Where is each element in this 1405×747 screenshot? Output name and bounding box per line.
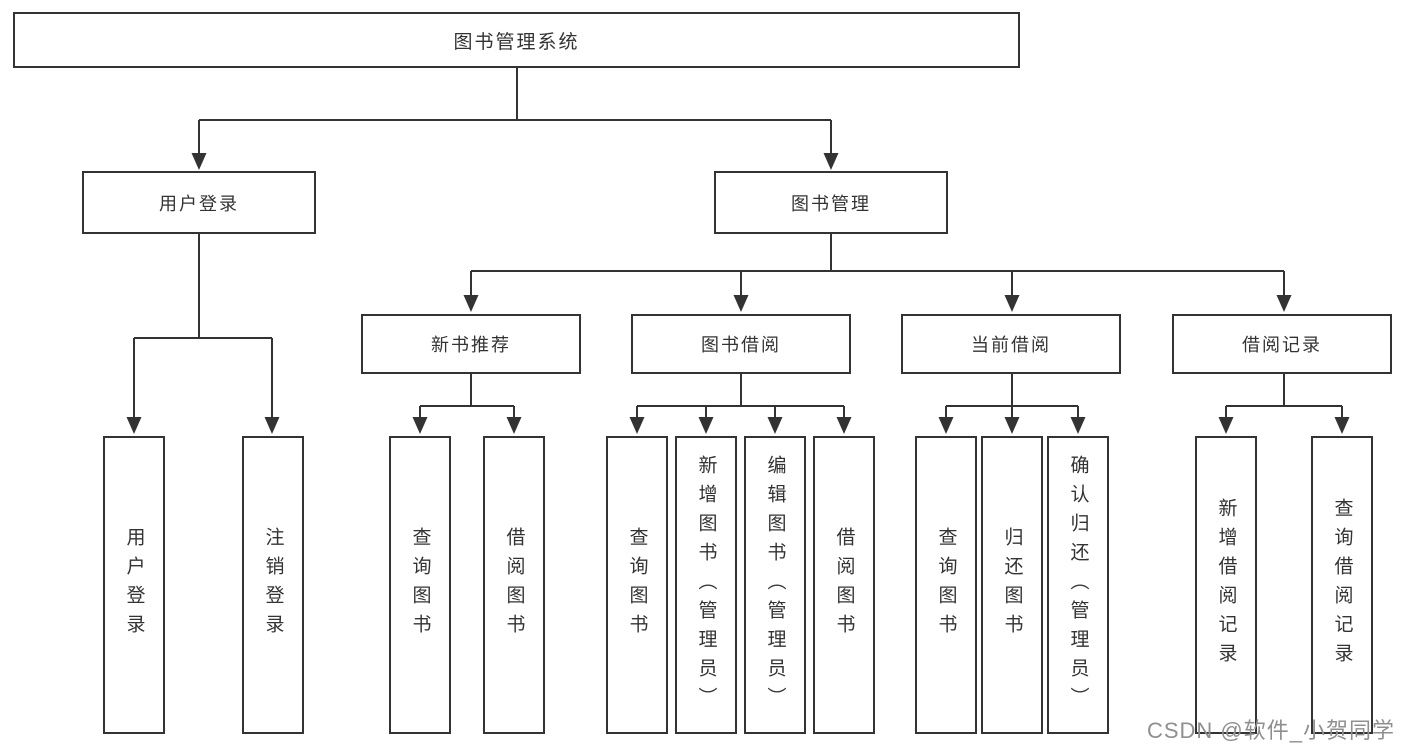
leaf-confirm-return-admin: 确认归还（管理员） bbox=[1047, 436, 1109, 734]
leaf-label: 归还图书 bbox=[1001, 527, 1023, 643]
leaf-label: 确认归还（管理员） bbox=[1067, 454, 1089, 716]
leaf-label: 新增图书（管理员） bbox=[695, 454, 717, 716]
node-label: 图书管理 bbox=[791, 193, 871, 214]
leaf-logout: 注销登录 bbox=[242, 436, 304, 734]
leaf-label: 借阅图书 bbox=[833, 527, 855, 643]
leaf-label: 查询图书 bbox=[409, 527, 431, 643]
node-label: 图书借阅 bbox=[701, 335, 781, 355]
leaf-label: 编辑图书（管理员） bbox=[764, 454, 786, 716]
node-label: 借阅记录 bbox=[1242, 335, 1322, 355]
node-user-login-branch: 用户登录 bbox=[82, 171, 316, 234]
node-label: 图书管理系统 bbox=[453, 31, 580, 53]
leaf-query-books-current: 查询图书 bbox=[915, 436, 977, 734]
leaf-label: 查询借阅记录 bbox=[1331, 498, 1353, 672]
csdn-watermark: CSDN @软件_小贺同学 bbox=[1146, 718, 1395, 743]
node-current-borrowing: 当前借阅 bbox=[901, 314, 1121, 374]
leaf-edit-book-admin: 编辑图书（管理员） bbox=[744, 436, 806, 734]
leaf-label: 借阅图书 bbox=[503, 527, 525, 643]
leaf-label: 查询图书 bbox=[626, 527, 648, 643]
arrowhead-icons bbox=[126, 153, 1350, 434]
node-label: 用户登录 bbox=[159, 193, 239, 214]
leaf-borrow-books-newbook: 借阅图书 bbox=[483, 436, 545, 734]
leaf-add-book-admin: 新增图书（管理员） bbox=[675, 436, 737, 734]
node-borrowing-records: 借阅记录 bbox=[1172, 314, 1392, 374]
node-label: 新书推荐 bbox=[431, 335, 511, 355]
node-label: 当前借阅 bbox=[971, 335, 1051, 355]
leaf-query-borrow-record: 查询借阅记录 bbox=[1311, 436, 1373, 734]
leaf-label: 查询图书 bbox=[935, 527, 957, 643]
leaf-user-login: 用户登录 bbox=[103, 436, 165, 734]
node-new-book-recommendation: 新书推荐 bbox=[361, 314, 581, 374]
leaf-label: 用户登录 bbox=[123, 527, 145, 643]
node-book-borrowing: 图书借阅 bbox=[631, 314, 851, 374]
node-book-management-branch: 图书管理 bbox=[714, 171, 948, 234]
leaf-return-books: 归还图书 bbox=[981, 436, 1043, 734]
leaf-borrow-books-borrow: 借阅图书 bbox=[813, 436, 875, 734]
leaf-add-borrow-record: 新增借阅记录 bbox=[1195, 436, 1257, 734]
leaf-label: 新增借阅记录 bbox=[1215, 498, 1237, 672]
leaf-query-books-newbook: 查询图书 bbox=[389, 436, 451, 734]
leaf-query-books-borrow: 查询图书 bbox=[606, 436, 668, 734]
leaf-label: 注销登录 bbox=[262, 527, 284, 643]
node-library-management-system: 图书管理系统 bbox=[13, 12, 1020, 68]
